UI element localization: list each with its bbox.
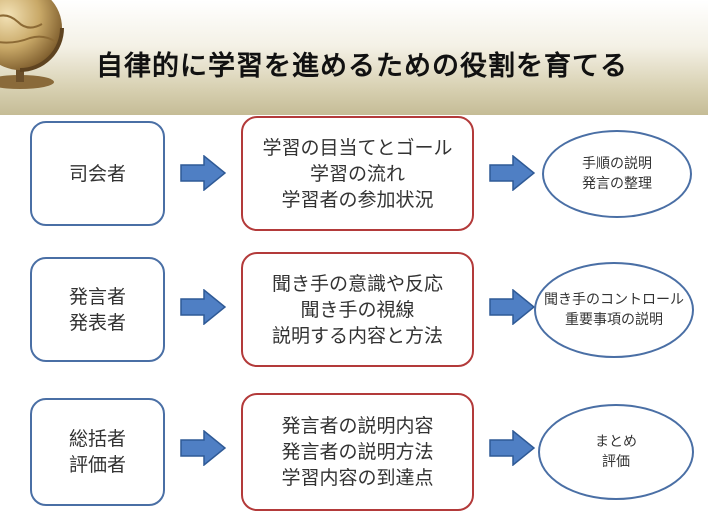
outcome-line: 発言の整理 (582, 176, 652, 192)
role-label: 総括者 (68, 428, 126, 450)
role-label: 評価者 (68, 454, 126, 476)
arrow-right-icon (180, 155, 226, 191)
focus-box-speaker: 聞き手の意識や反応 聞き手の視線 説明する内容と方法 (241, 252, 474, 367)
role-box-speaker: 発言者 発表者 (30, 257, 165, 362)
focus-box-summarizer: 発言者の説明内容 発言者の説明方法 学習内容の到達点 (241, 393, 474, 511)
outcome-line: 手順の説明 (582, 156, 652, 172)
focus-line: 学習の目当てとゴール (262, 136, 453, 159)
focus-line: 聞き手の視線 (300, 298, 415, 321)
focus-line: 発言者の説明内容 (281, 415, 434, 437)
outcome-line: 評価 (602, 454, 630, 470)
outcome-oval-moderator: 手順の説明 発言の整理 (542, 130, 692, 218)
role-label: 発表者 (68, 311, 126, 334)
focus-box-moderator: 学習の目当てとゴール 学習の流れ 学習者の参加状況 (241, 116, 474, 231)
globe-icon (0, 0, 64, 89)
arrow-right-icon (489, 430, 535, 466)
outcome-oval-summarizer: まとめ 評価 (538, 404, 694, 500)
arrow-right-icon (489, 155, 535, 191)
role-box-moderator: 司会者 (30, 121, 165, 226)
page-title: 自律的に学習を進めるための役割を育てる (96, 51, 628, 82)
focus-line: 説明する内容と方法 (271, 324, 443, 347)
outcome-line: 重要事項の説明 (565, 312, 663, 328)
focus-line: 聞き手の意識や反応 (271, 272, 443, 295)
outcome-oval-speaker: 聞き手のコントロール 重要事項の説明 (534, 262, 694, 358)
arrow-right-icon (489, 289, 535, 325)
focus-line: 学習の流れ (309, 162, 405, 185)
outcome-line: まとめ (595, 434, 637, 450)
focus-line: 発言者の説明方法 (281, 441, 434, 463)
focus-line: 学習内容の到達点 (281, 467, 434, 489)
role-label: 司会者 (68, 162, 126, 185)
role-label: 発言者 (68, 285, 126, 308)
arrow-right-icon (180, 289, 226, 325)
outcome-line: 聞き手のコントロール (544, 292, 684, 308)
focus-line: 学習者の参加状況 (281, 188, 434, 211)
role-box-summarizer: 総括者 評価者 (30, 398, 165, 506)
arrow-right-icon (180, 430, 226, 466)
header-band (0, 0, 708, 115)
